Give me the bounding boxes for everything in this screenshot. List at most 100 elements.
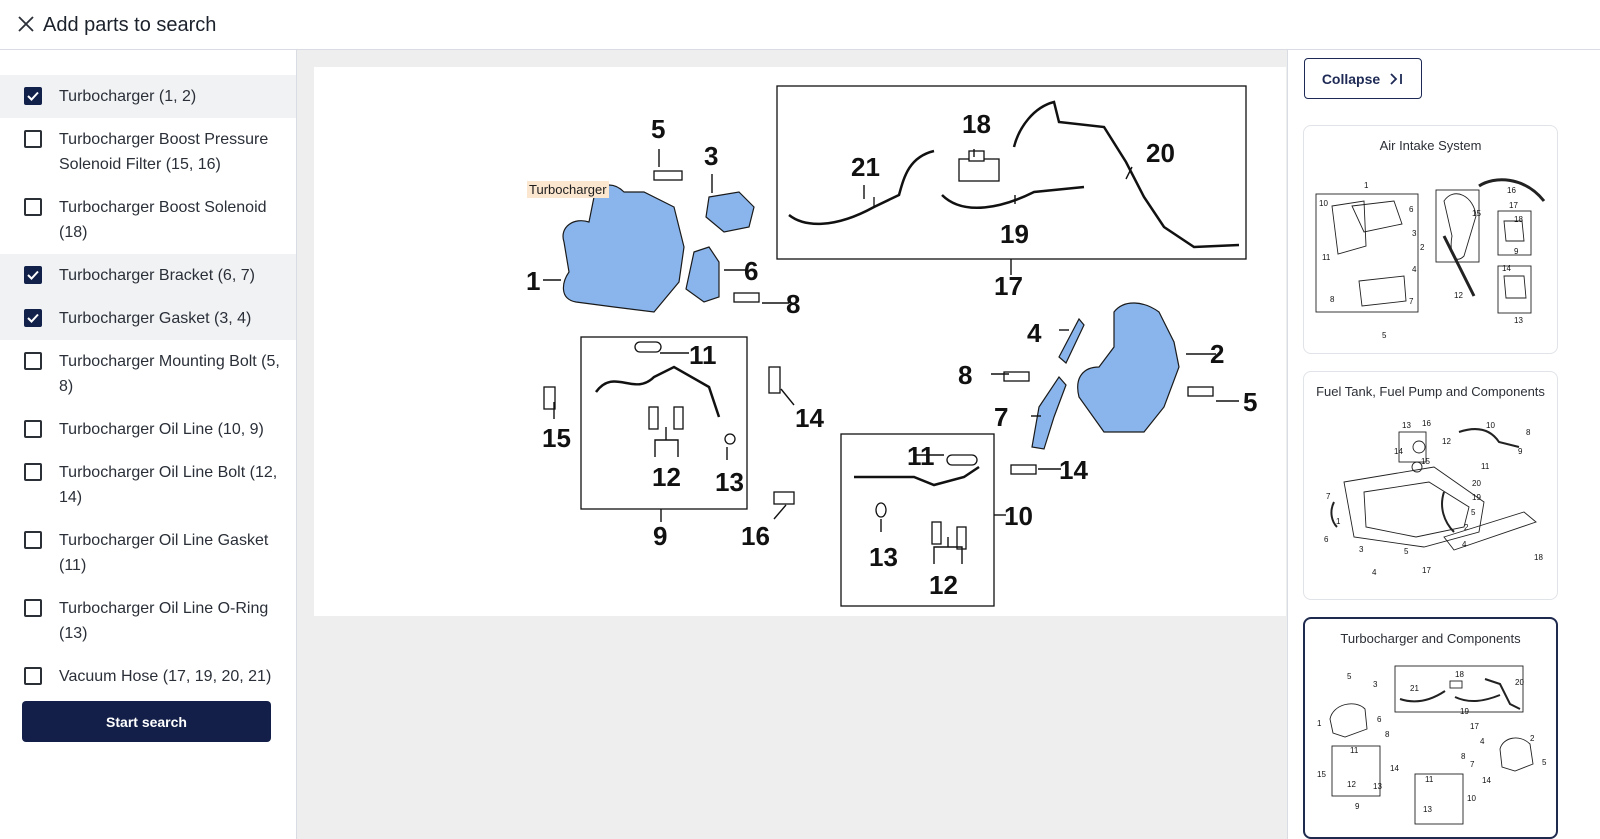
callout-12a[interactable]: 12 [652, 462, 681, 492]
svg-text:1: 1 [1336, 517, 1341, 526]
callout-7[interactable]: 7 [994, 402, 1008, 432]
callout-13a[interactable]: 13 [715, 467, 744, 497]
callout-14b[interactable]: 14 [1059, 455, 1088, 485]
part-checkbox[interactable] [24, 667, 42, 685]
callout-6[interactable]: 6 [744, 256, 758, 286]
svg-text:13: 13 [1402, 421, 1411, 430]
svg-text:16: 16 [1507, 186, 1516, 195]
svg-text:1: 1 [1317, 719, 1322, 728]
part-label: Turbocharger Oil Line O-Ring (13) [59, 600, 269, 642]
parts-diagram[interactable]: 1 2 3 4 5 5 6 7 8 8 9 10 11 11 12 12 13 … [314, 67, 1286, 616]
diagram-drawing[interactable]: 1 2 3 4 5 5 6 7 8 8 9 10 11 11 12 12 13 … [314, 67, 1286, 616]
svg-text:20: 20 [1472, 479, 1481, 488]
turbo-bracket-6[interactable] [685, 246, 720, 303]
callout-16[interactable]: 16 [741, 521, 770, 551]
callout-10[interactable]: 10 [1004, 501, 1033, 531]
callout-8a[interactable]: 8 [786, 289, 800, 319]
callout-20[interactable]: 20 [1146, 138, 1175, 168]
diagram-viewport[interactable]: 1 2 3 4 5 5 6 7 8 8 9 10 11 11 12 12 13 … [297, 50, 1287, 839]
part-option[interactable]: Turbocharger Oil Line O-Ring (13) [0, 587, 296, 655]
part-option[interactable]: Turbocharger Bracket (6, 7) [0, 254, 296, 297]
callout-2[interactable]: 2 [1210, 339, 1224, 369]
callout-1[interactable]: 1 [526, 266, 540, 296]
svg-text:11: 11 [1481, 462, 1490, 471]
check-icon [27, 270, 39, 280]
callout-11b[interactable]: 11 [907, 441, 935, 471]
svg-text:10: 10 [1467, 794, 1476, 803]
close-button[interactable] [16, 12, 36, 36]
svg-text:20: 20 [1515, 678, 1524, 687]
part-checkbox[interactable] [24, 198, 42, 216]
svg-text:11: 11 [1350, 746, 1359, 755]
svg-text:5: 5 [1347, 672, 1352, 681]
part-option[interactable]: Vacuum Hose (17, 19, 20, 21) [0, 655, 296, 698]
callout-21[interactable]: 21 [851, 152, 880, 182]
part-checkbox[interactable] [24, 599, 42, 617]
part-option[interactable]: Turbocharger Oil Line (10, 9) [0, 408, 296, 451]
part-label: Turbocharger Oil Line (10, 9) [59, 421, 264, 438]
part-checkbox[interactable] [24, 531, 42, 549]
svg-text:18: 18 [1455, 670, 1464, 679]
callout-17[interactable]: 17 [994, 271, 1023, 301]
part-checkbox[interactable] [24, 309, 42, 327]
part-option[interactable]: Turbocharger Gasket (3, 4) [0, 297, 296, 340]
part-option[interactable]: Turbocharger (1, 2) [0, 75, 296, 118]
callout-18[interactable]: 18 [962, 109, 991, 139]
callout-13b[interactable]: 13 [869, 542, 898, 572]
vacuum-hose-20 [1012, 100, 1240, 249]
part-label: Turbocharger Oil Line Gasket (11) [59, 532, 269, 574]
part-option[interactable]: Turbocharger Oil Line Gasket (11) [0, 519, 296, 587]
svg-text:5: 5 [1382, 331, 1387, 340]
part-option[interactable]: Turbocharger Boost Solenoid (18) [0, 186, 296, 254]
svg-text:17: 17 [1422, 566, 1431, 575]
part-checkbox[interactable] [24, 463, 42, 481]
callout-5a[interactable]: 5 [651, 114, 665, 144]
start-search-button[interactable]: Start search [22, 701, 271, 742]
turbo-bracket-7[interactable] [1031, 376, 1067, 450]
callout-19[interactable]: 19 [1000, 219, 1029, 249]
part-checkbox[interactable] [24, 352, 42, 370]
part-option[interactable]: Turbocharger Mounting Bolt (5, 8) [0, 340, 296, 408]
svg-text:18: 18 [1534, 553, 1543, 562]
part-checkbox[interactable] [24, 420, 42, 438]
part-checkbox[interactable] [24, 266, 42, 284]
part-option[interactable]: Turbocharger Boost Pressure Solenoid Fil… [0, 118, 296, 186]
svg-text:3: 3 [1359, 545, 1364, 554]
callout-4[interactable]: 4 [1027, 318, 1042, 348]
callout-3[interactable]: 3 [704, 141, 718, 171]
callout-15[interactable]: 15 [542, 423, 571, 453]
part-label: Turbocharger Gasket (3, 4) [59, 310, 252, 327]
svg-text:9: 9 [1514, 247, 1519, 256]
callout-5b[interactable]: 5 [1243, 387, 1257, 417]
turbo-gasket-4[interactable] [1058, 317, 1085, 364]
svg-text:5: 5 [1471, 508, 1476, 517]
thumbnail-title: Turbocharger and Components [1340, 631, 1521, 646]
callout-9[interactable]: 9 [653, 521, 667, 551]
part-label: Turbocharger (1, 2) [59, 88, 197, 105]
part-checkbox[interactable] [24, 130, 42, 148]
svg-text:16: 16 [1422, 419, 1431, 428]
callout-12b[interactable]: 12 [929, 570, 958, 600]
turbo-gasket-3[interactable] [705, 191, 755, 233]
svg-text:14: 14 [1482, 776, 1491, 785]
turbocharger-1[interactable] [562, 184, 685, 313]
callout-11a[interactable]: 11 [689, 340, 717, 370]
callout-14a[interactable]: 14 [795, 403, 824, 433]
part-option[interactable]: Turbocharger Oil Line Bolt (12, 14) [0, 451, 296, 519]
svg-text:17: 17 [1470, 722, 1479, 731]
svg-text:6: 6 [1324, 535, 1329, 544]
callout-8b[interactable]: 8 [958, 360, 972, 390]
collapse-button[interactable]: Collapse [1304, 58, 1422, 99]
highlighted-parts[interactable] [562, 184, 1180, 450]
turbocharger-2[interactable] [1077, 302, 1180, 433]
svg-text:3: 3 [1373, 680, 1378, 689]
vacuum-hose-19 [941, 185, 1085, 209]
part-checkbox[interactable] [24, 87, 42, 105]
svg-text:13: 13 [1514, 316, 1523, 325]
